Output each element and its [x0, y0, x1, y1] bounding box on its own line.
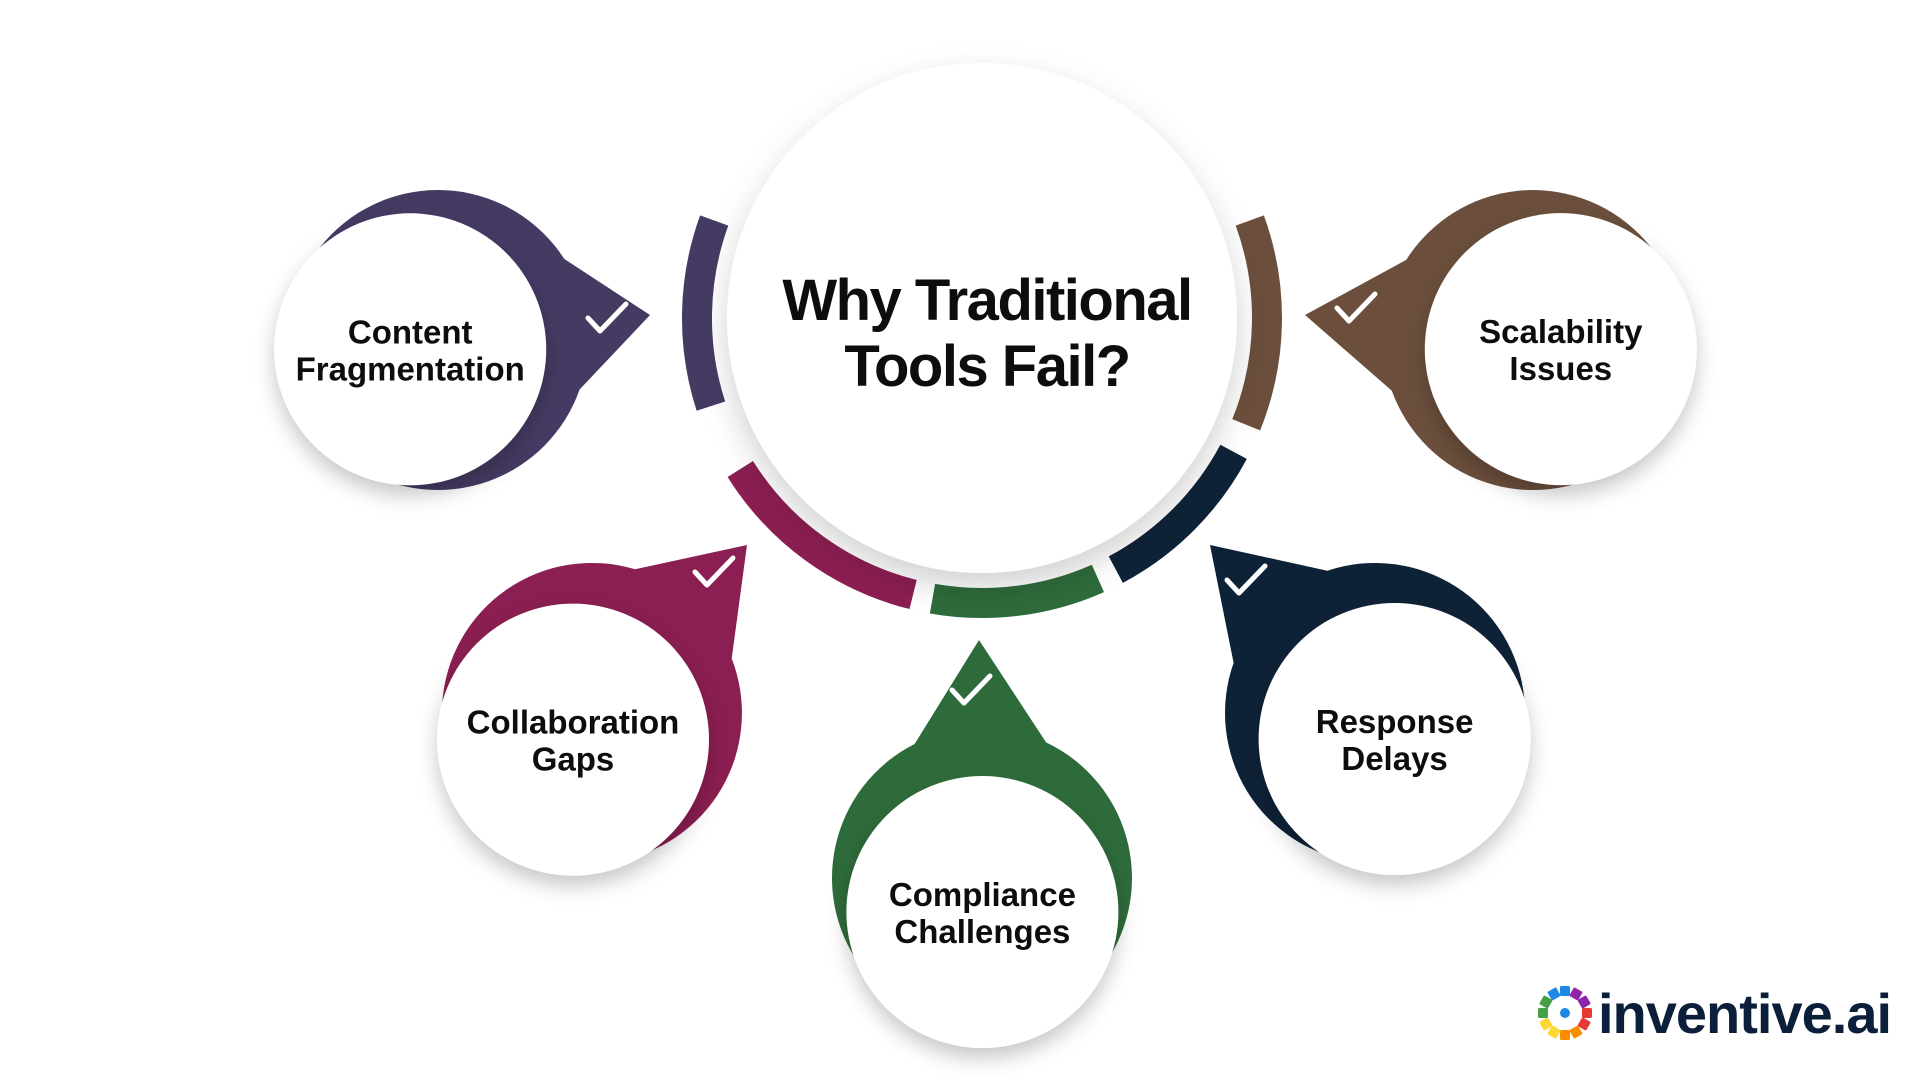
- pinwheel-logo-icon: [1538, 986, 1592, 1040]
- ring-segment-collaboration: [727, 460, 917, 610]
- logo-petal: [1577, 995, 1591, 1009]
- node-label-line-1: Response: [1316, 703, 1474, 740]
- node-label-line-2: Fragmentation: [296, 350, 525, 387]
- node-label-line-2: Issues: [1509, 350, 1612, 387]
- checkmark-icon: [1224, 563, 1268, 596]
- logo-petal: [1577, 1017, 1591, 1031]
- central-ring: [682, 215, 1282, 619]
- node-inner-circle: [437, 603, 709, 876]
- logo-petal: [1569, 987, 1583, 1001]
- node-inner-circle: [1424, 213, 1697, 486]
- logo-petal: [1547, 1025, 1561, 1039]
- node-inner-circle: [846, 776, 1119, 1048]
- logo-petal: [1560, 1030, 1570, 1040]
- title-line-2: Tools Fail?: [844, 334, 1129, 399]
- logo-petal: [1560, 986, 1570, 996]
- logo-petal: [1538, 1008, 1548, 1018]
- checkmark-icon: [692, 555, 736, 588]
- node-label-line-2: Delays: [1341, 740, 1447, 777]
- logo-petal: [1569, 1025, 1583, 1039]
- node-label-line-2: Gaps: [532, 741, 615, 778]
- logo-text: inventive.ai: [1598, 982, 1891, 1045]
- node-label-line-1: Content: [348, 313, 473, 350]
- logo-petal: [1547, 987, 1561, 1001]
- title-line-1: Why Traditional: [782, 268, 1191, 333]
- inventive-logo: inventive.ai: [1538, 982, 1892, 1045]
- node-label-line-1: Compliance: [889, 876, 1076, 913]
- logo-petal: [1539, 1017, 1553, 1031]
- logo-center-dot: [1560, 1008, 1570, 1018]
- checkmark-icon: [949, 673, 993, 706]
- central-title-circle: Why Traditional Tools Fail?: [727, 63, 1237, 573]
- checkmark-icon: [585, 301, 629, 334]
- logo-petal: [1539, 995, 1553, 1009]
- ring-segment-compliance: [929, 564, 1104, 619]
- checkmark-icon: [1334, 291, 1378, 324]
- ring-segment-scalability: [1232, 215, 1282, 431]
- node-inner-circle: [274, 213, 547, 486]
- ring-segment-response: [1108, 444, 1247, 583]
- node-label-line-2: Challenges: [894, 913, 1070, 950]
- node-label-line-1: Collaboration: [467, 704, 680, 741]
- ring-segment-content: [682, 215, 729, 411]
- logo-petal: [1582, 1008, 1592, 1018]
- node-inner-circle: [1258, 603, 1531, 875]
- node-label-line-1: Scalability: [1479, 313, 1643, 350]
